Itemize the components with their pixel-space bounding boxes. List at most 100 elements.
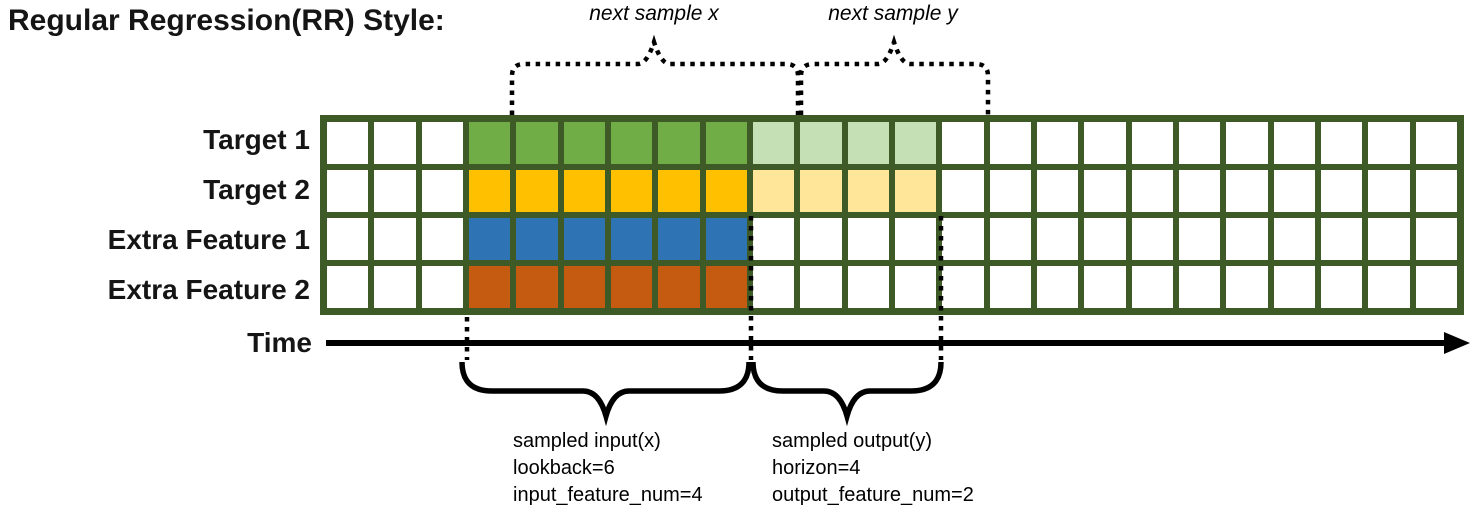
grid-cell: [516, 218, 558, 260]
grid-cell: [1178, 266, 1221, 308]
grid-cell: [705, 170, 747, 212]
grid-cell: [327, 266, 369, 308]
grid-cell: [705, 218, 747, 260]
grid-cell: [1368, 218, 1410, 260]
time-axis-label: Time: [247, 327, 312, 358]
grid-cell: [1036, 170, 1079, 212]
row-label-target-2: Target 2: [203, 174, 310, 205]
grid-cell: [468, 122, 511, 164]
grid-cell: [327, 122, 369, 164]
grid-cell: [421, 170, 463, 212]
grid-cell: [658, 218, 700, 260]
next-sample-x-brace: [509, 34, 801, 115]
grid-cell: [610, 122, 653, 164]
grid-cell: [752, 218, 795, 260]
sampled-input-brace: [459, 361, 752, 427]
next-sample-x-label: next sample x: [589, 2, 719, 25]
grid-cell: [989, 122, 1031, 164]
grid-cell: [1036, 266, 1079, 308]
grid-cell: [658, 170, 700, 212]
grid-cell: [1415, 170, 1457, 212]
grid-cell: [563, 122, 605, 164]
grid-cell: [752, 170, 795, 212]
sampled-output-line: sampled output(y): [772, 430, 933, 452]
grid-cell: [563, 170, 605, 212]
grid-cell: [516, 170, 558, 212]
grid-cell: [1226, 218, 1268, 260]
grid-cell: [989, 266, 1031, 308]
grid-cell: [1273, 170, 1315, 212]
grid-cell: [563, 266, 605, 308]
grid-cell: [1320, 266, 1363, 308]
grid-cell: [800, 266, 842, 308]
grid-cell: [705, 122, 747, 164]
sampled-output-brace: [750, 361, 944, 427]
grid-cell: [1368, 122, 1410, 164]
grid-cell: [847, 170, 889, 212]
grid-cell: [1084, 266, 1126, 308]
row-label-extra-feature-2: Extra Feature 2: [107, 274, 310, 305]
grid-cell: [1226, 122, 1268, 164]
grid-cell: [1273, 266, 1315, 308]
sampled-input-line: sampled input(x): [513, 430, 661, 452]
time-axis-arrowhead: [1444, 332, 1470, 354]
grid-cell: [894, 170, 937, 212]
row-label-extra-feature-1: Extra Feature 1: [107, 224, 310, 255]
grid-cell: [1415, 122, 1457, 164]
grid-cell: [752, 122, 795, 164]
grid-cell: [847, 266, 889, 308]
input-feature-num-line: input_feature_num=4: [513, 484, 703, 506]
grid-cell: [1368, 170, 1410, 212]
grid-cell: [1320, 122, 1363, 164]
grid-cell: [847, 122, 889, 164]
grid: [320, 115, 1464, 315]
grid-cell: [1273, 218, 1315, 260]
grid-cell: [421, 218, 463, 260]
grid-cell: [989, 170, 1031, 212]
sampled-input-annotation: sampled input(x) lookback=6 input_featur…: [513, 428, 703, 509]
grid-cell: [1226, 170, 1268, 212]
grid-cell: [374, 122, 416, 164]
grid-cell: [327, 218, 369, 260]
diagram-title: Regular Regression(RR) Style:: [8, 4, 445, 37]
grid-cell: [1415, 266, 1457, 308]
grid-cell: [610, 170, 653, 212]
grid-cell: [1273, 122, 1315, 164]
grid-cell: [421, 122, 463, 164]
grid-cell: [942, 266, 984, 308]
grid-cell: [658, 266, 700, 308]
grid-cell: [1084, 170, 1126, 212]
grid-cell: [942, 170, 984, 212]
grid-cell: [1036, 218, 1079, 260]
grid-cell: [1131, 170, 1173, 212]
grid-cell: [1178, 218, 1221, 260]
grid-cell: [468, 218, 511, 260]
grid-cell: [1036, 122, 1079, 164]
grid-cell: [516, 266, 558, 308]
grid-cell: [468, 170, 511, 212]
grid-cell: [610, 218, 653, 260]
grid-cell: [374, 266, 416, 308]
grid-cell: [658, 122, 700, 164]
grid-cell: [1131, 218, 1173, 260]
grid-cell: [1084, 122, 1126, 164]
grid-cell: [894, 218, 937, 260]
grid-cell: [374, 170, 416, 212]
grid-cell: [374, 218, 416, 260]
grid-cell: [610, 266, 653, 308]
grid-cell: [989, 218, 1031, 260]
grid-cell: [516, 122, 558, 164]
grid-cell: [894, 122, 937, 164]
grid-cell: [942, 122, 984, 164]
row-labels: Target 1 Target 2 Extra Feature 1 Extra …: [0, 115, 310, 315]
grid-cell: [327, 170, 369, 212]
grid-cell: [468, 266, 511, 308]
grid-cell: [1415, 218, 1457, 260]
grid-cell: [1131, 122, 1173, 164]
grid-cell: [752, 266, 795, 308]
grid-cell: [894, 266, 937, 308]
grid-cell: [563, 218, 605, 260]
lookback-line: lookback=6: [513, 457, 615, 479]
grid-cell: [1084, 218, 1126, 260]
